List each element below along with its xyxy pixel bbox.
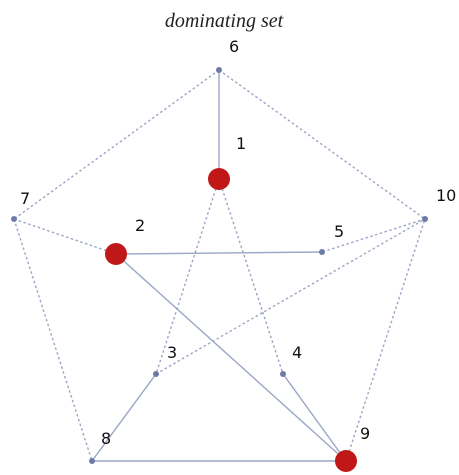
node-6 — [216, 67, 222, 73]
node-label-10: 10 — [436, 186, 456, 205]
node-4 — [280, 371, 286, 377]
edge-3-10 — [155, 218, 426, 375]
edge-8-3 — [91, 373, 157, 462]
dominating-node-1 — [208, 168, 230, 190]
node-label-4: 4 — [292, 343, 302, 362]
edge-1-4 — [218, 178, 284, 375]
edge-9-10 — [345, 218, 426, 462]
edge-6-7 — [13, 69, 220, 220]
node-label-3: 3 — [167, 343, 177, 362]
diagram-title: dominating set — [165, 10, 284, 32]
node-label-9: 9 — [360, 424, 370, 443]
node-label-2: 2 — [135, 216, 145, 235]
node-10 — [422, 216, 428, 222]
label-layer: 1 2 3 4 5 6 7 8 9 10 — [20, 37, 456, 448]
node-3 — [153, 371, 159, 377]
dominating-node-2 — [105, 243, 127, 265]
node-layer — [11, 67, 428, 472]
edge-6-10 — [218, 69, 426, 220]
edge-1-3 — [155, 178, 220, 375]
edge-10-5 — [321, 218, 426, 253]
node-8 — [89, 458, 95, 464]
node-label-6: 6 — [229, 37, 239, 56]
edge-7-2 — [13, 218, 117, 255]
edge-9-4 — [282, 373, 347, 462]
dominating-node-9 — [335, 450, 357, 472]
edge-7-8 — [13, 218, 93, 462]
node-label-1: 1 — [236, 134, 246, 153]
node-label-5: 5 — [334, 222, 344, 241]
edge-layer — [13, 69, 426, 462]
node-7 — [11, 216, 17, 222]
node-label-8: 8 — [101, 429, 111, 448]
node-5 — [319, 249, 325, 255]
node-label-7: 7 — [20, 189, 30, 208]
edge-2-9 — [115, 253, 347, 462]
edge-2-5 — [115, 251, 323, 255]
